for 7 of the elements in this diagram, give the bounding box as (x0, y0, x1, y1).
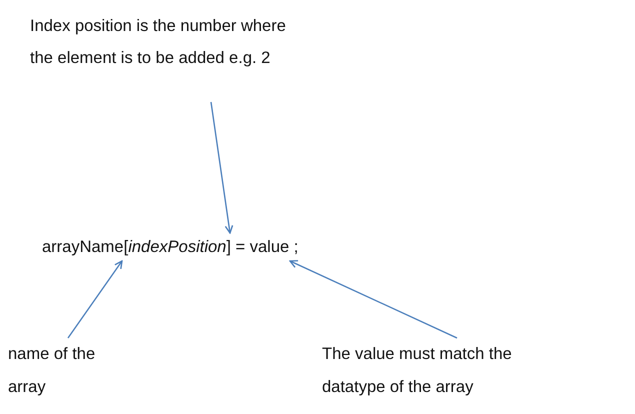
arrow (210, 102, 234, 234)
annotation-text: name of the array (8, 344, 96, 398)
annotation-text: Index position is the number where the element is to be added e.g. 2 (30, 16, 287, 69)
code-statement: arrayName[indexPosition] = value ; (42, 237, 298, 258)
arrow (289, 260, 458, 339)
arrow (67, 260, 123, 338)
annotation-text: The value must match the datatype of the array (322, 344, 513, 398)
